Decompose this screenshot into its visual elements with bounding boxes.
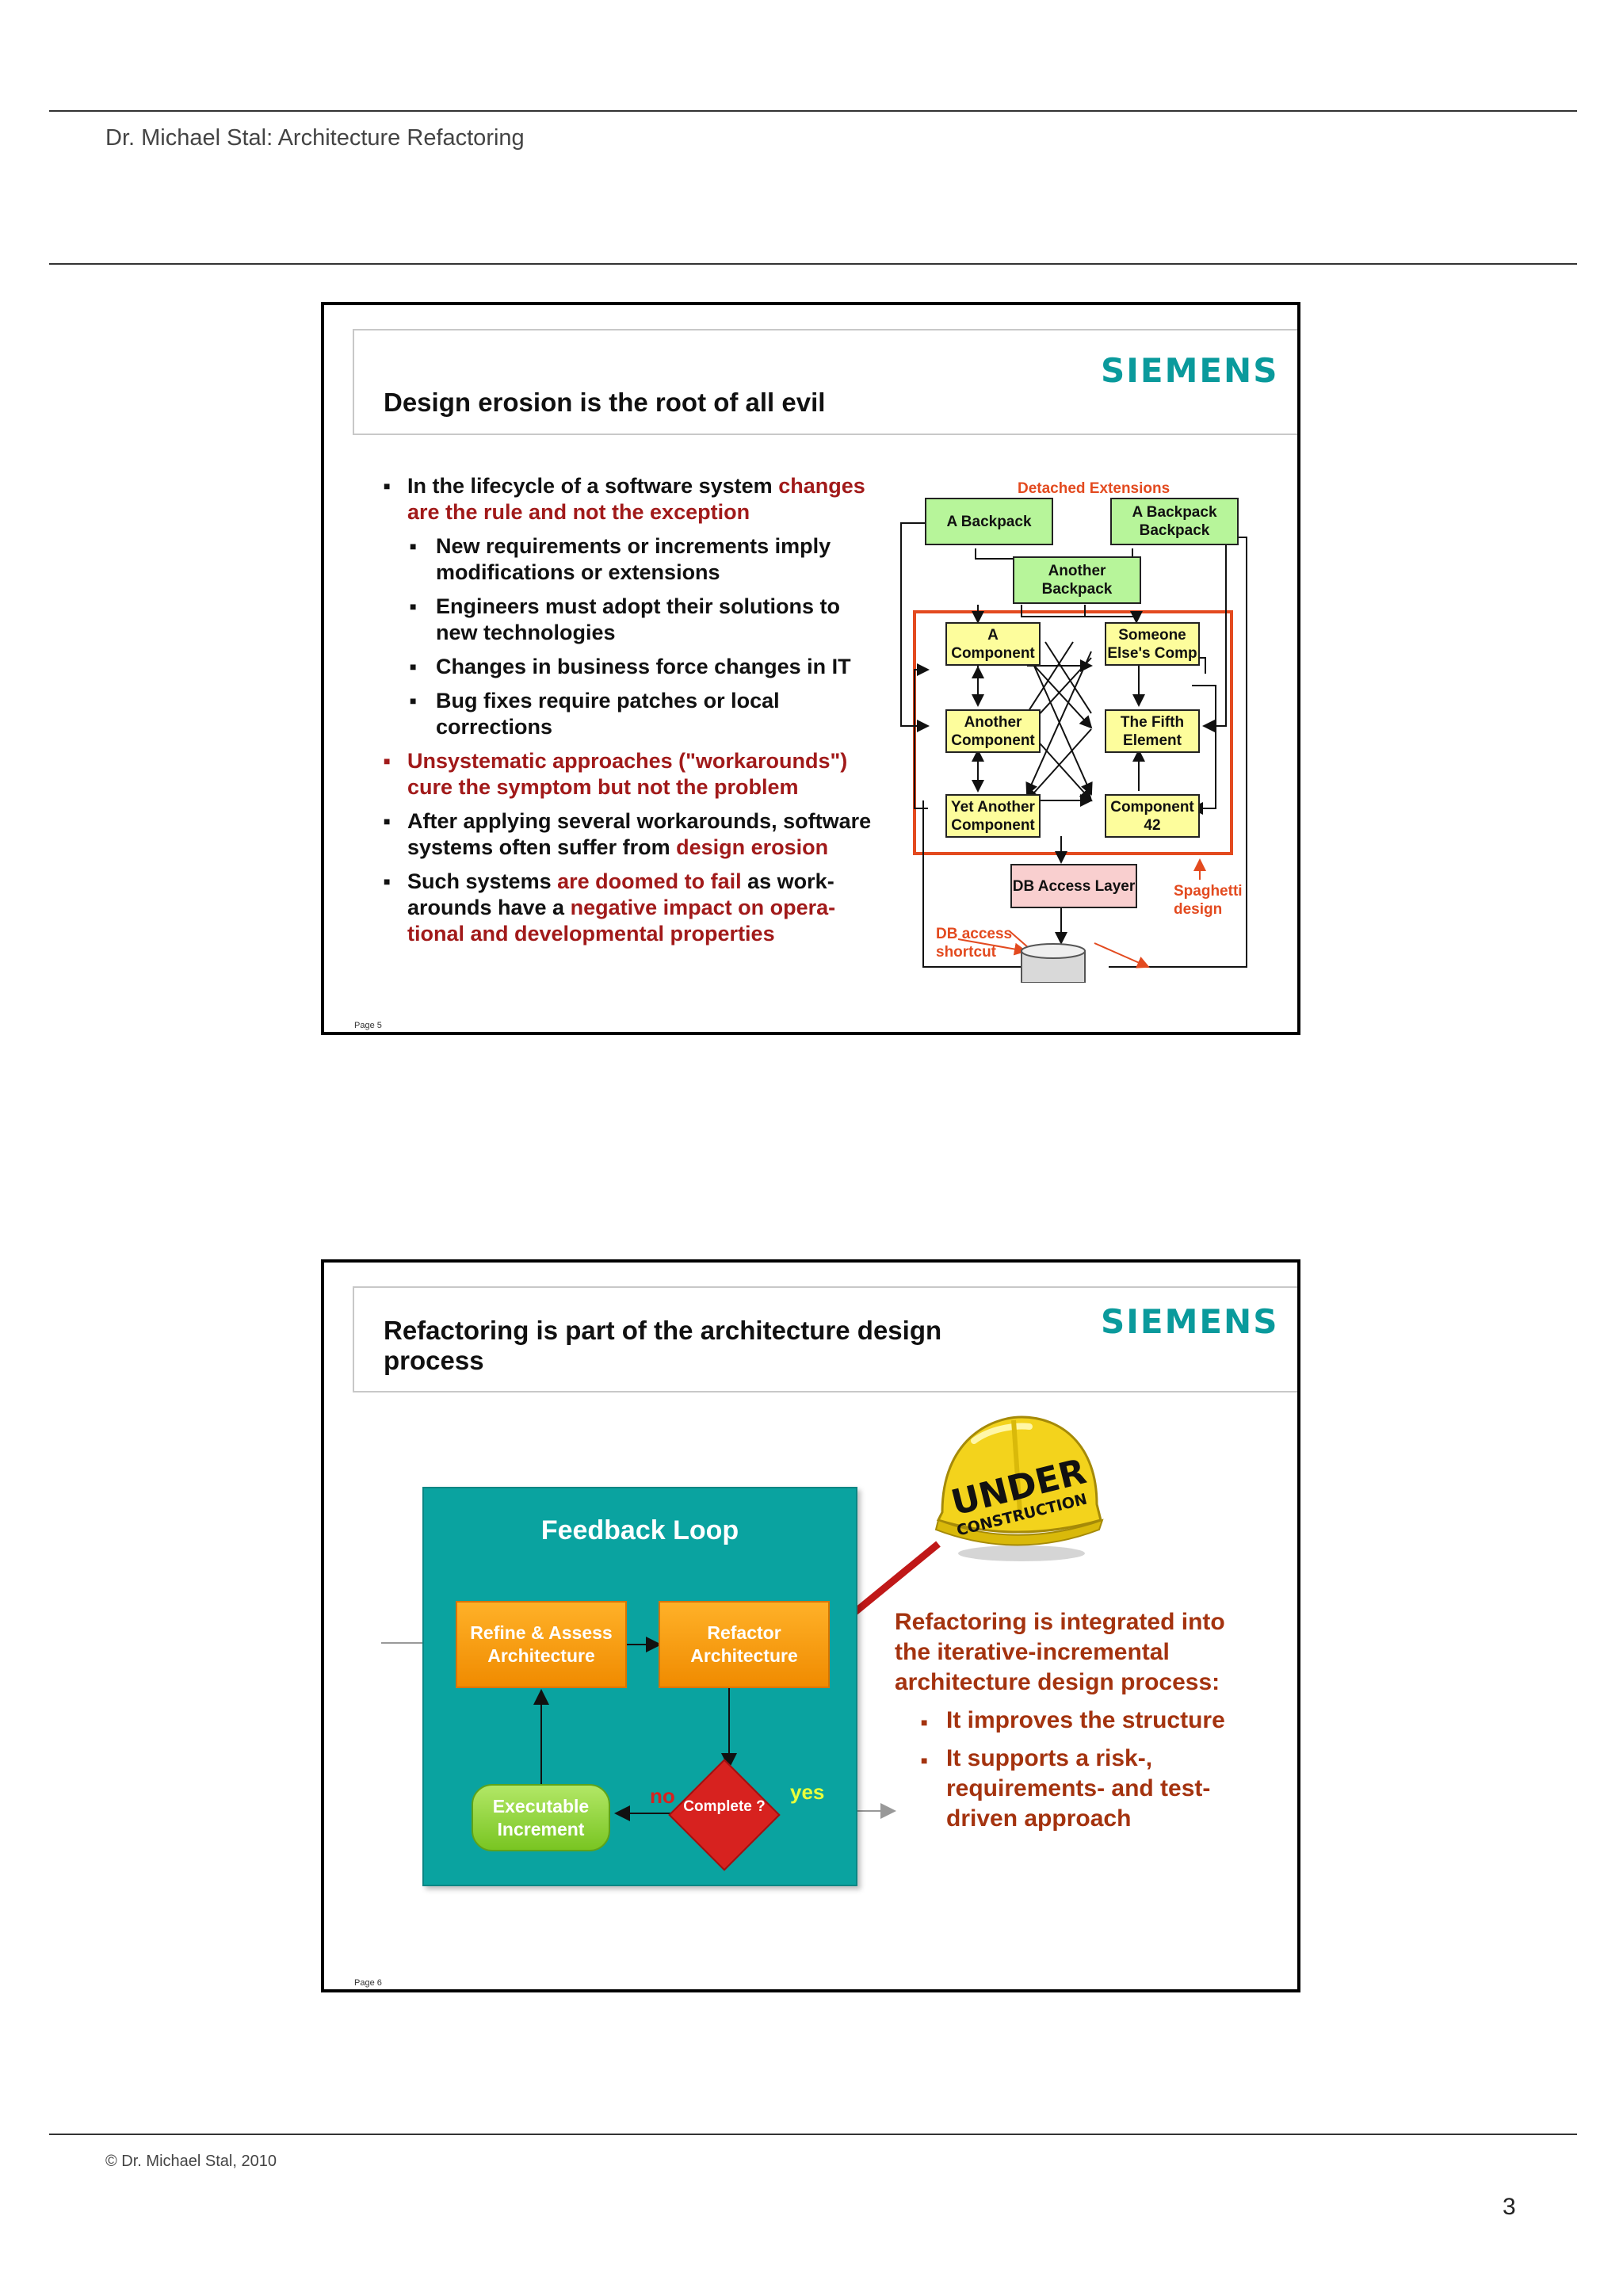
node-a-backpack-backpack: A Backpack Backpack — [1110, 498, 1239, 545]
siemens-logo: SIEMENS — [1101, 1302, 1279, 1341]
bullet-list: In the lifecycle of a software system ch… — [384, 473, 875, 955]
spaghetti-design-label: Spaghetti design — [1174, 883, 1243, 918]
footer-copyright: © Dr. Michael Stal, 2010 — [105, 2153, 277, 2170]
bullet-item: Unsystematic approaches ("workarounds") … — [384, 748, 875, 800]
footer-rule — [49, 2134, 1577, 2135]
bullet-text: After applying several workarounds, soft… — [407, 809, 872, 859]
refine-assess-step: Refine & Assess Architecture — [456, 1601, 627, 1688]
bullet-item: In the lifecycle of a software system ch… — [384, 473, 875, 525]
description-bullet: It supports a risk-, requirements- and t… — [895, 1744, 1267, 1834]
database-icon — [1021, 943, 1086, 983]
executable-increment-step: Executable Increment — [472, 1784, 610, 1851]
node-another-component: Another Component — [945, 709, 1041, 753]
node-someone-elses-comp: Someone Else's Comp — [1105, 622, 1200, 666]
siemens-logo: SIEMENS — [1101, 351, 1279, 390]
node-a-component: A Component — [945, 622, 1041, 666]
node-component-42: Component 42 — [1105, 794, 1200, 838]
slide-title: Refactoring is part of the architecture … — [384, 1316, 942, 1375]
spaghetti-diagram: Detached Extensions A Backpack A Backpac… — [895, 476, 1267, 983]
bullet-highlight: design erosion — [676, 835, 829, 859]
bullet-item: Such systems are doomed to fail as work-… — [384, 869, 875, 947]
under-construction-helmet-icon: UNDER CONSTRUCTION — [934, 1415, 1104, 1561]
node-fifth-element: The Fifth Element — [1105, 709, 1200, 753]
refactor-step: Refactor Architecture — [659, 1601, 830, 1688]
feedback-loop-title: Feedback Loop — [540, 1515, 739, 1545]
no-label: no — [650, 1784, 675, 1808]
description-bullet: It improves the structure — [895, 1706, 1267, 1737]
feedback-loop-panel: Feedback Loop Refine & Assess Architectu… — [422, 1487, 857, 1886]
slide-page-6: SIEMENS Refactoring is part of the archi… — [321, 1259, 1300, 1992]
node-another-backpack: Another Backpack — [1013, 556, 1141, 604]
bullet-highlight: negative impact on opera-tional and deve… — [407, 896, 836, 946]
sub-bullet-item: Bug fixes require patches or local corre… — [410, 688, 875, 740]
sub-bullet-item: New requirements or increments imply mod… — [410, 533, 875, 586]
slide-header — [353, 1286, 1297, 1392]
decision-label: Complete ? — [683, 1798, 766, 1815]
slide-page-label: Page 6 — [354, 1978, 382, 1988]
slide-title: Design erosion is the root of all evil — [384, 388, 826, 417]
document-title: Dr. Michael Stal: Architecture Refactori… — [105, 125, 525, 151]
slide-header — [353, 329, 1297, 435]
detached-extensions-label: Detached Extensions — [1018, 480, 1170, 497]
yes-label: yes — [790, 1780, 825, 1804]
refactoring-description: Refactoring is integrated into the itera… — [895, 1607, 1267, 1834]
slide-page-label: Page 5 — [354, 1021, 382, 1030]
db-shortcut-label: DB access shortcut — [936, 926, 1013, 961]
bullet-text: as work-arounds have a — [407, 869, 834, 919]
sub-bullet-item: Changes in business force changes in IT — [410, 654, 875, 680]
description-intro: Refactoring is integrated into the itera… — [895, 1609, 1225, 1695]
bullet-highlight: are doomed to fail — [557, 869, 742, 893]
node-db-access-layer: DB Access Layer — [1010, 864, 1137, 908]
top-rule — [49, 110, 1577, 112]
header-rule — [49, 263, 1577, 265]
bullet-text: In the lifecycle of a software system — [407, 474, 779, 498]
node-yet-another-component: Yet Another Component — [945, 794, 1041, 838]
bullet-item: After applying several workarounds, soft… — [384, 808, 875, 861]
bullet-highlight: changes are the rule and not the excepti… — [407, 474, 865, 524]
page-number: 3 — [1503, 2194, 1516, 2220]
bullet-text: Such systems — [407, 869, 558, 893]
slide-page-5: SIEMENS Design erosion is the root of al… — [321, 302, 1300, 1035]
node-a-backpack: A Backpack — [925, 498, 1053, 545]
sub-bullet-item: Engineers must adopt their solutions to … — [410, 594, 875, 646]
